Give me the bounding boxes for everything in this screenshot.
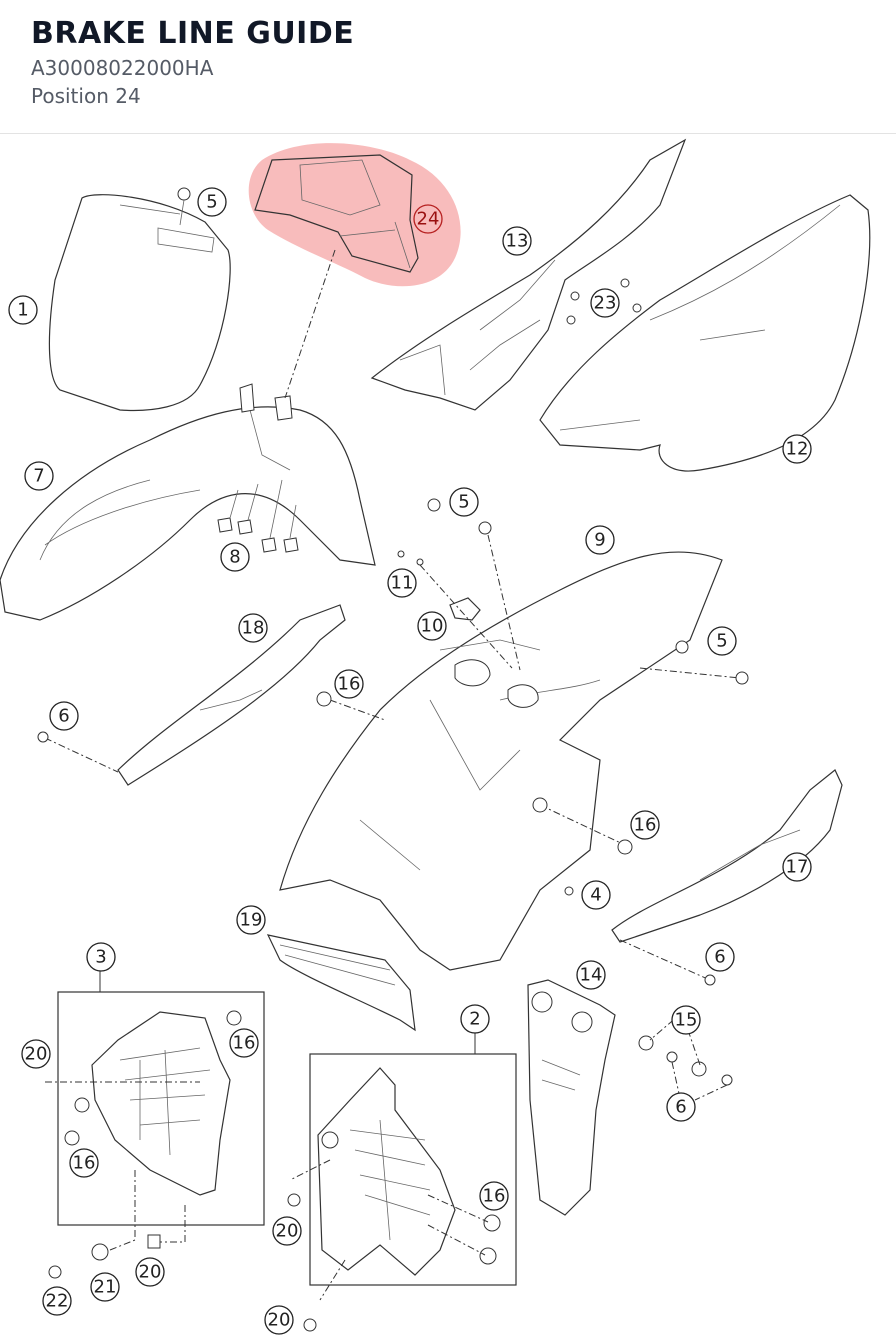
callout-5-right: 5 <box>707 626 737 656</box>
fastener-group-15-6 <box>638 1035 733 1086</box>
part-number: A30008022000HA <box>31 56 214 80</box>
part-7-front-fender <box>0 383 376 621</box>
svg-text:16: 16 <box>338 674 361 695</box>
svg-text:6: 6 <box>714 947 725 968</box>
part-12-seat <box>539 194 871 472</box>
callout-22: 22 <box>42 1286 72 1316</box>
part-13-side-panel <box>370 138 687 411</box>
callout-7: 7 <box>24 461 54 491</box>
callout-16-b: 16 <box>630 810 660 840</box>
callout-10: 10 <box>417 611 447 641</box>
callout-20-d: 20 <box>264 1305 294 1335</box>
part-3-inner-cover <box>91 1011 231 1196</box>
svg-text:21: 21 <box>94 1277 117 1298</box>
callout-16-d: 16 <box>69 1148 99 1178</box>
callout-9: 9 <box>585 525 615 555</box>
callout-24: 5 24 <box>413 204 443 234</box>
group-box-2 <box>309 1053 517 1286</box>
callout-8: 8 <box>220 542 250 572</box>
svg-text:15: 15 <box>675 1010 698 1031</box>
part-14-mud-flap <box>527 979 616 1216</box>
svg-text:18: 18 <box>242 618 265 639</box>
svg-text:7: 7 <box>33 466 44 487</box>
svg-text:5: 5 <box>458 492 469 513</box>
callout-16-a: 16 <box>334 669 364 699</box>
svg-text:16: 16 <box>634 815 657 836</box>
callout-21: 21 <box>90 1272 120 1302</box>
svg-text:20: 20 <box>25 1044 48 1065</box>
callout-13: 13 <box>502 226 532 256</box>
callout-2: 2 <box>460 1004 490 1034</box>
page-title: BRAKE LINE GUIDE <box>31 16 355 51</box>
part-1-number-plate <box>48 194 231 412</box>
callout-20-b: 20 <box>272 1216 302 1246</box>
svg-text:6: 6 <box>675 1097 686 1118</box>
svg-text:20: 20 <box>139 1262 162 1283</box>
svg-text:16: 16 <box>233 1033 256 1054</box>
callout-11: 11 <box>387 568 417 598</box>
svg-text:5: 5 <box>716 631 727 652</box>
group-box-3 <box>57 991 265 1226</box>
svg-text:5: 5 <box>206 192 217 213</box>
callout-15: 15 <box>671 1005 701 1035</box>
callout-4: 4 <box>581 880 611 910</box>
highlight-blob <box>248 143 461 287</box>
svg-text:20: 20 <box>268 1310 291 1331</box>
part-17-right-cover <box>611 769 843 943</box>
callout-6-left: 6 <box>49 701 79 731</box>
svg-text:10: 10 <box>421 616 444 637</box>
callout-20-c: 20 <box>135 1257 165 1287</box>
part-24-brake-line-guide[interactable] <box>248 143 461 287</box>
svg-text:13: 13 <box>506 231 529 252</box>
callout-6-right: 6 <box>705 942 735 972</box>
callout-16-c: 16 <box>229 1028 259 1058</box>
svg-text:1: 1 <box>17 300 28 321</box>
part-19-strip <box>266 934 416 1032</box>
svg-text:19: 19 <box>240 910 263 931</box>
svg-text:2: 2 <box>469 1009 480 1030</box>
position-label: Position 24 <box>31 84 141 108</box>
svg-text:17: 17 <box>786 857 809 878</box>
svg-text:16: 16 <box>73 1153 96 1174</box>
part-2-inner-cover <box>317 1067 456 1276</box>
callout-1: 1 <box>8 295 38 325</box>
page-header: BRAKE LINE GUIDE A30008022000HA Position… <box>0 0 896 134</box>
fastener-group-8 <box>217 517 299 553</box>
callout-20-a: 20 <box>21 1039 51 1069</box>
svg-text:14: 14 <box>580 965 603 986</box>
callout-6-bottom: 6 <box>666 1092 696 1122</box>
svg-text:22: 22 <box>46 1291 69 1312</box>
svg-text:11: 11 <box>391 573 414 594</box>
svg-text:23: 23 <box>594 293 617 314</box>
callout-12: 12 <box>782 434 812 464</box>
part-9-rear-fender <box>279 551 723 971</box>
svg-text:4: 4 <box>590 885 601 906</box>
svg-text:8: 8 <box>229 547 240 568</box>
part-10-bracket <box>449 597 481 621</box>
svg-text:16: 16 <box>483 1186 506 1207</box>
callout-3: 3 <box>86 942 116 972</box>
callout-14: 14 <box>576 960 606 990</box>
callout-16-e: 16 <box>479 1181 509 1211</box>
callout-5-middle: 5 <box>449 487 479 517</box>
callout-17: 17 <box>782 852 812 882</box>
callout-19: 19 <box>236 905 266 935</box>
part-18-left-cover <box>117 604 346 786</box>
svg-text:24: 24 <box>417 209 440 230</box>
callout-23: 23 <box>590 288 620 318</box>
callout-5-top: 5 <box>197 187 227 217</box>
svg-text:3: 3 <box>95 947 106 968</box>
svg-text:9: 9 <box>594 530 605 551</box>
svg-text:6: 6 <box>58 706 69 727</box>
svg-text:20: 20 <box>276 1221 299 1242</box>
callout-18: 18 <box>238 613 268 643</box>
svg-text:12: 12 <box>786 439 809 460</box>
